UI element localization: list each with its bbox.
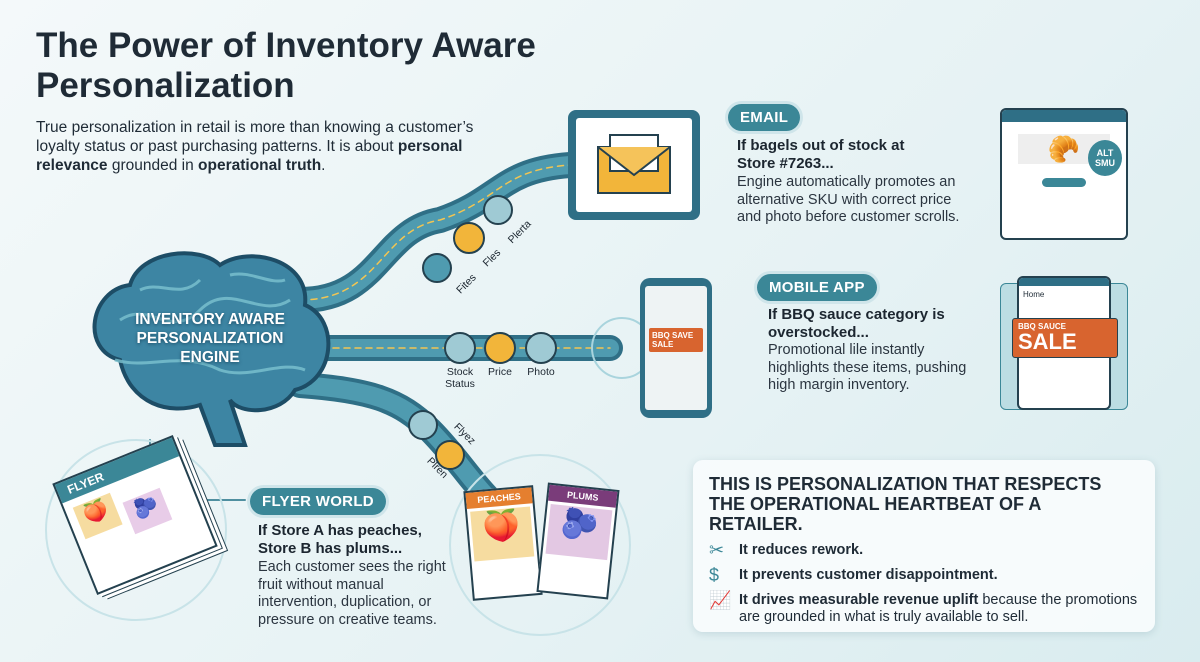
chart-node-icon xyxy=(408,410,438,440)
envelope-node-icon xyxy=(483,195,513,225)
money-hand-icon: $ xyxy=(709,565,720,585)
email-body: Engine automatically promotes an alterna… xyxy=(737,174,960,225)
tools-icon: ✂ xyxy=(709,540,725,560)
price-tag-node-icon xyxy=(484,332,516,364)
email-badge: EMAIL xyxy=(728,104,801,131)
flyer-body: Each customer sees the right fruit witho… xyxy=(258,559,446,628)
path-label: Stock Status xyxy=(445,366,475,390)
path-nodes xyxy=(408,195,557,470)
stock-node-icon xyxy=(444,332,476,364)
flyer-heading: If Store A has peaches, Store B has plum… xyxy=(258,522,422,557)
brain-icon xyxy=(92,251,331,447)
summary-item: 📈It drives measurable revenue uplift bec… xyxy=(709,590,1138,625)
peaches-card: PEACHES 🍑 xyxy=(463,485,543,601)
clipboard-node-icon xyxy=(453,222,485,254)
phone-promo-tile: BBQ SAVE SALE xyxy=(649,328,703,352)
intro-text: True personalization in retail is more t… xyxy=(36,119,474,174)
chart-node-icon xyxy=(422,253,452,283)
mobile-badge: MOBILE APP xyxy=(757,274,877,301)
plums-card: PLUMS 🫐 xyxy=(536,482,620,600)
email-tablet-icon xyxy=(568,110,700,220)
email-heading: If bagels out of stock at Store #7263... xyxy=(737,137,905,172)
photo-node-icon xyxy=(525,332,557,364)
page-title: The Power of Inventory Aware Personaliza… xyxy=(36,26,536,105)
summary-item: $It prevents customer disappointment. xyxy=(709,565,998,585)
summary-item: ✂It reduces rework. xyxy=(709,540,864,560)
summary-heading: THIS IS PERSONALIZATION THAT RESPECTS TH… xyxy=(709,474,1102,534)
mobile-body: Promotional lile instantly highlights th… xyxy=(768,342,967,393)
path-label: Photo xyxy=(527,366,555,378)
mobile-heading: If BBQ sauce category is overstocked... xyxy=(768,306,945,341)
app-home-label: Home xyxy=(1023,290,1045,299)
phone-icon: BBQ SAVE SALE xyxy=(640,278,712,418)
flyer-badge: FLYER WORLD xyxy=(250,488,386,515)
growth-chart-icon: 📈 xyxy=(709,590,732,610)
photo-node-icon xyxy=(435,440,465,470)
path-label: Price xyxy=(488,366,512,378)
alt-sku-badge: ALT SMU xyxy=(1088,140,1122,176)
summary-box: THIS IS PERSONALIZATION THAT RESPECTS TH… xyxy=(693,460,1155,632)
email-mockup: 🥐 ALT SMU xyxy=(1000,108,1128,240)
sale-banner: BBQ SAUCE SALE xyxy=(1012,318,1118,358)
